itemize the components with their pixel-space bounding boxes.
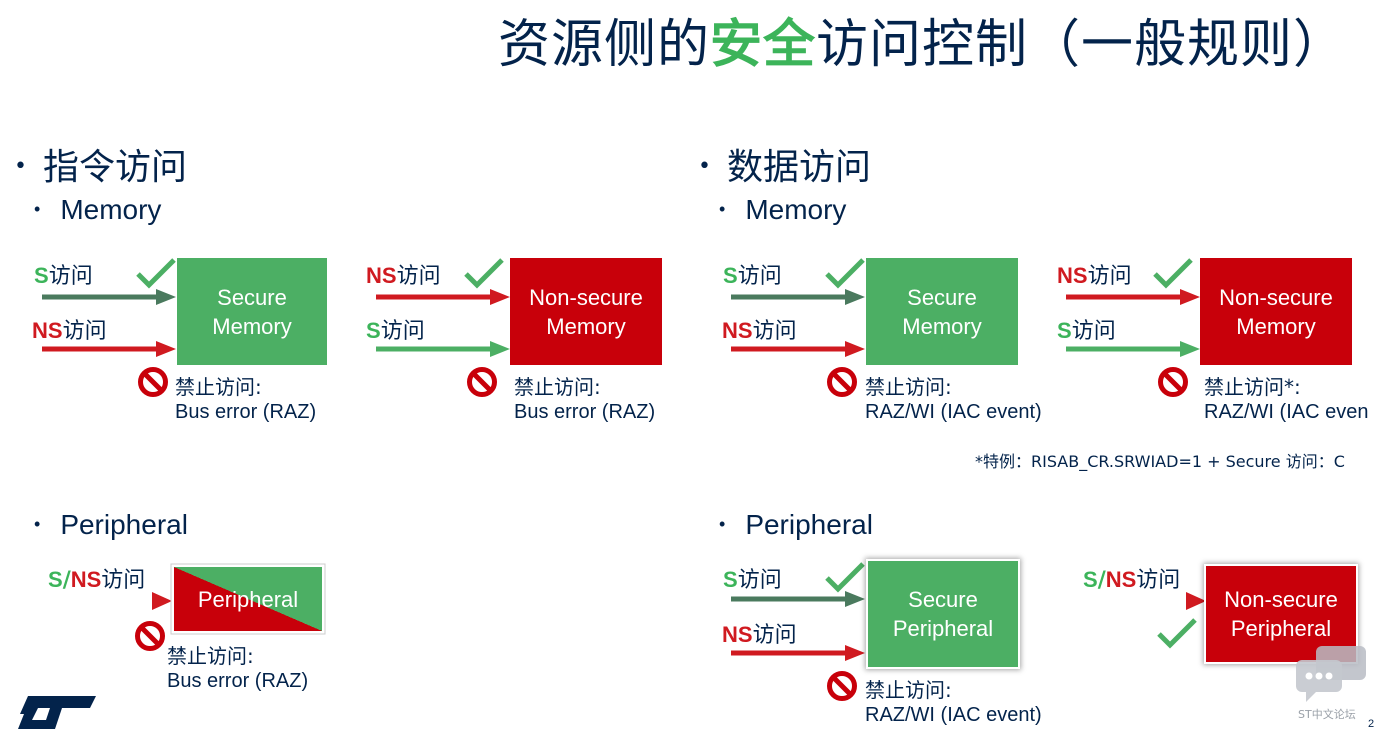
- mixed-arrow: [1086, 592, 1206, 610]
- denied-arrow: [376, 341, 510, 357]
- denied-note: 禁止访问:Bus error (RAZ): [175, 375, 317, 423]
- allowed-access-label: S访问: [723, 263, 782, 289]
- no-entry-icon: [827, 671, 857, 701]
- allowed-access-label: NS访问: [366, 263, 441, 289]
- left-memory-heading: •Memory: [34, 194, 162, 225]
- checkmark-icon: [825, 258, 865, 289]
- no-entry-icon: [1158, 367, 1188, 397]
- second-access-label: S访问: [1057, 318, 1116, 344]
- denied-arrow: [42, 341, 176, 357]
- allowed-access-label: S访问: [723, 567, 782, 593]
- allowed-arrow: [731, 289, 865, 305]
- st-logo: [18, 696, 96, 729]
- denied-note: 禁止访问:RAZ/WI (IAC event): [865, 678, 1042, 726]
- instruction-access-heading: •指令访问: [14, 147, 187, 188]
- mixed-arrow: [52, 592, 172, 610]
- denied-arrow: [731, 645, 865, 661]
- mixed-access-label: S/NS访问: [1083, 567, 1181, 593]
- second-arrow: [1066, 341, 1200, 357]
- title-part2: 访问控制（一般规则）: [816, 15, 1347, 75]
- checkmark-icon: [136, 258, 176, 289]
- checkmark-icon: [825, 562, 865, 593]
- denied-arrow: [731, 341, 865, 357]
- no-entry-icon: [138, 367, 168, 397]
- chat-bubble-icon: [1296, 646, 1366, 702]
- checkmark-icon: [464, 258, 504, 289]
- page-title: 资源侧的安全访问控制（一般规则）: [498, 2, 1346, 77]
- no-entry-icon: [827, 367, 857, 397]
- allowed-access-label: NS访问: [1057, 263, 1132, 289]
- page-number: 2: [1368, 718, 1375, 730]
- checkmark-icon: [1157, 618, 1197, 649]
- title-highlight: 安全: [710, 15, 817, 75]
- peripheral-box: [170, 563, 326, 635]
- denied-access-label: NS访问: [32, 318, 107, 344]
- denied-access-label: NS访问: [722, 318, 797, 344]
- allowed-arrow: [731, 591, 865, 607]
- right-memory-heading: •Memory: [719, 194, 847, 225]
- peripheral-box-label: Peripheral: [197, 586, 299, 612]
- allowed-arrow: [376, 289, 510, 305]
- mixed-access-label: S/NS访问: [48, 567, 146, 593]
- no-entry-icon: [467, 367, 497, 397]
- denied-access-label: S访问: [366, 318, 425, 344]
- allowed-arrow: [1066, 289, 1200, 305]
- denied-note: 禁止访问:Bus error (RAZ): [167, 644, 309, 692]
- denied-note: 禁止访问*:RAZ/WI (IAC even: [1204, 375, 1369, 423]
- denied-note: 禁止访问:Bus error (RAZ): [514, 375, 656, 423]
- no-entry-icon: [135, 621, 165, 651]
- denied-note: 禁止访问:RAZ/WI (IAC event): [865, 375, 1042, 423]
- data-access-heading: •数据访问: [698, 147, 871, 188]
- allowed-access-label: S访问: [34, 263, 93, 289]
- right-peripheral-heading: •Peripheral: [719, 509, 873, 540]
- forum-watermark: ST中文论坛: [1298, 708, 1356, 721]
- denied-access-label: NS访问: [722, 622, 797, 648]
- checkmark-icon: [1153, 258, 1193, 289]
- title-part1: 资源侧的: [498, 15, 711, 75]
- allowed-arrow: [42, 289, 176, 305]
- footnote: *特例：RISAB_CR.SRWIAD=1 + Secure 访问：C: [975, 452, 1345, 471]
- left-peripheral-heading: •Peripheral: [34, 509, 188, 540]
